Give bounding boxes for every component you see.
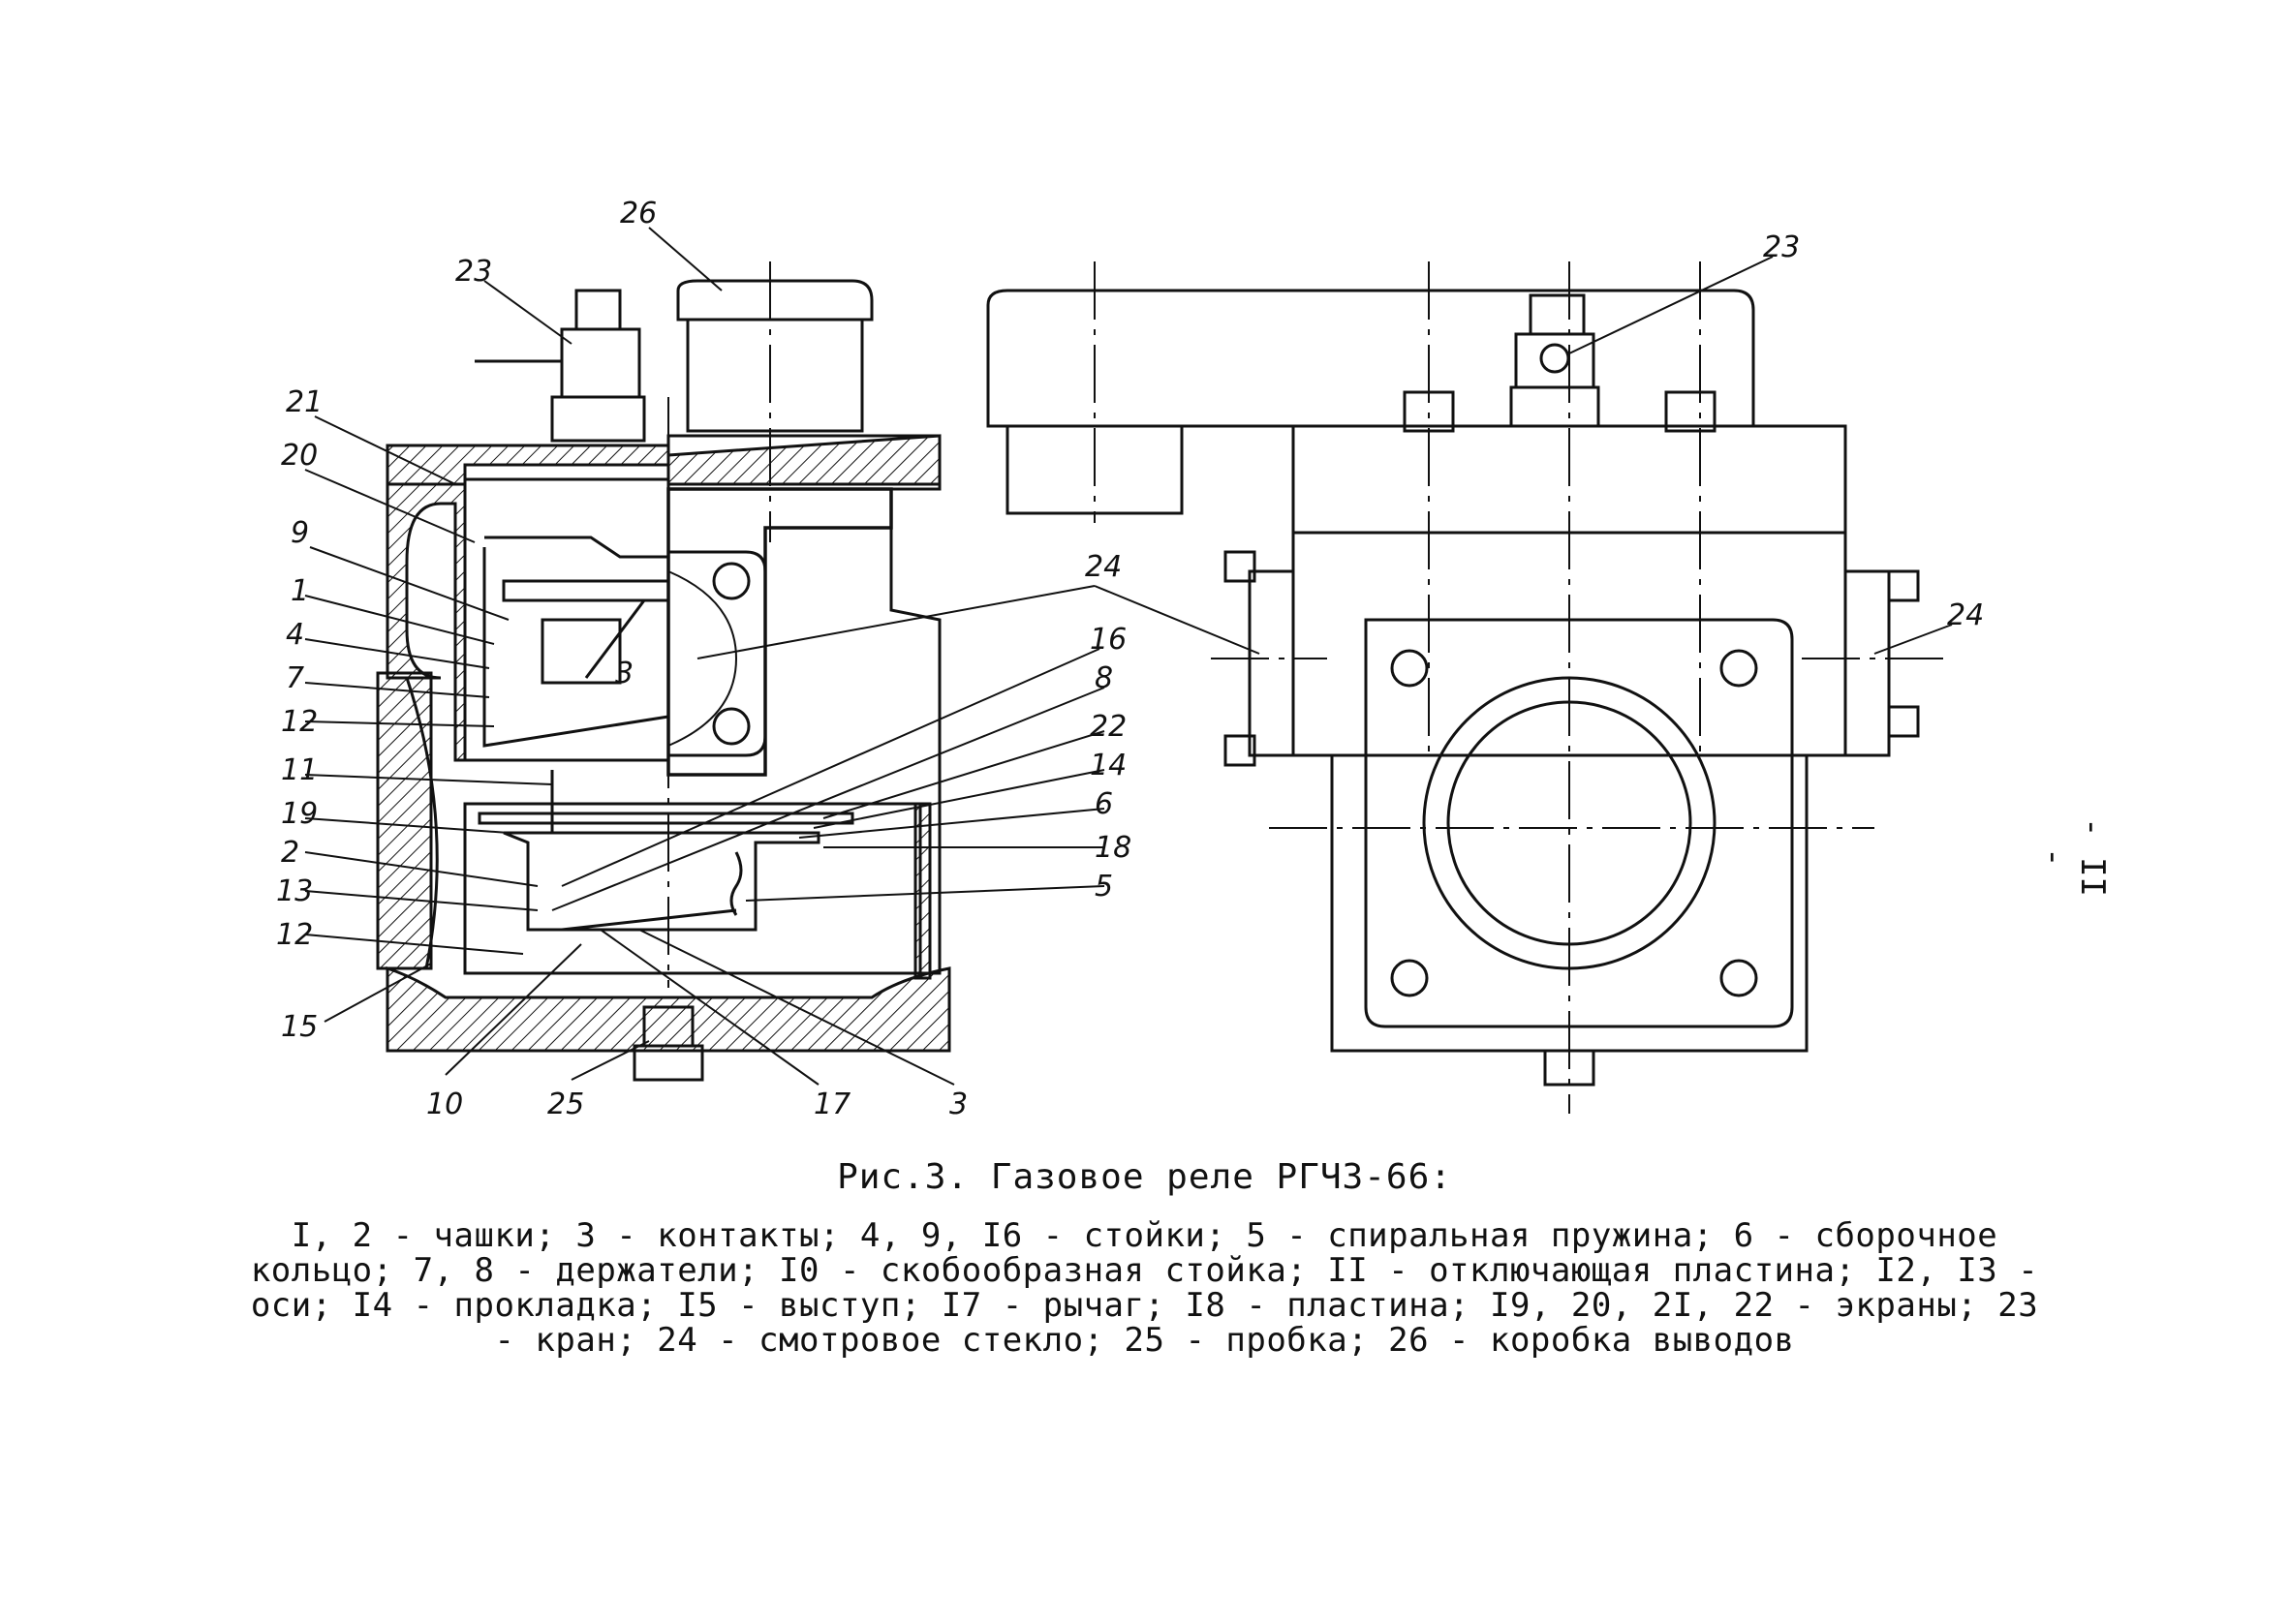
lower-chamber [463, 802, 922, 975]
valve-body [560, 327, 641, 399]
right-valve-cap [1529, 293, 1586, 336]
right-valve-base [1509, 385, 1600, 428]
sight-bolt-rb [1887, 705, 1920, 738]
figure-caption: Рис.3. Газовое реле РГЧЗ-66: I, 2 - чашк… [0, 1157, 2289, 1358]
callout-24-right: 24 [1947, 598, 1984, 632]
sight-curve [405, 677, 439, 969]
top-nut-right [1664, 390, 1717, 433]
callout-6: 6 [1095, 787, 1113, 821]
screw-bottom [712, 707, 751, 746]
callout-23-right: 23 [1763, 230, 1800, 264]
upper-contact-arm [584, 599, 646, 679]
right-lower-wall [913, 802, 932, 980]
figure-legend: I, 2 - чашки; 3 - контакты; 4, 9, I6 - с… [250, 1216, 2039, 1360]
valve-cap [574, 289, 622, 331]
left-flange [376, 671, 433, 970]
callout-26: 26 [620, 197, 657, 230]
right-front-view [986, 261, 1947, 1114]
callout-15: 15 [281, 1010, 318, 1044]
bolt-tr [1719, 649, 1758, 688]
flange-bore-inner [1446, 700, 1692, 946]
callout-18: 18 [1095, 831, 1131, 865]
callout-21: 21 [286, 385, 323, 419]
callout-11: 11 [281, 753, 318, 787]
callout-3-bottom: 3 [949, 1088, 968, 1121]
bolt-bl [1390, 959, 1429, 997]
upper-contact-block [541, 618, 622, 685]
scale-arc [667, 570, 738, 747]
terminal-box [686, 318, 864, 433]
callout-13: 13 [276, 874, 313, 908]
callout-9: 9 [291, 516, 309, 550]
callout-5: 5 [1095, 870, 1113, 904]
callout-22: 22 [1090, 710, 1127, 744]
callout-12-bottom: 12 [276, 918, 313, 952]
callout-23-left: 23 [455, 255, 492, 289]
right-valve-body [1514, 332, 1595, 389]
lower-cup [503, 831, 820, 932]
callout-4: 4 [286, 618, 304, 652]
upper-cup-rim [484, 536, 668, 559]
callout-3-inner: 3 [615, 657, 634, 690]
left-section-view [376, 261, 951, 1082]
terminal-box-lid [676, 279, 874, 322]
sight-glass-right [1843, 569, 1891, 757]
top-cover [386, 434, 942, 486]
figure-title: Рис.3. Газовое реле РГЧЗ-66: [837, 1157, 1452, 1197]
sight-bolt-lt [1223, 550, 1256, 583]
scale-window [668, 550, 767, 757]
upper-plate [502, 579, 670, 602]
leader-lines [304, 227, 1953, 1086]
right-valve-port [1539, 343, 1570, 374]
callout-24-left: 24 [1085, 550, 1122, 584]
callout-14: 14 [1090, 749, 1127, 782]
valve-base [550, 395, 646, 443]
callout-labels: 26 23 21 20 9 1 4 7 12 11 19 2 13 12 15 … [276, 197, 1984, 1121]
spiral-spring [729, 851, 743, 916]
upper-cup-body [482, 547, 669, 748]
callout-19: 19 [281, 797, 318, 831]
housing-right-half [666, 487, 893, 777]
callout-20: 20 [281, 439, 318, 473]
lower-plate [478, 812, 854, 825]
callout-7: 7 [286, 661, 304, 695]
page-number: - II - [2034, 817, 2112, 897]
top-bar [986, 289, 1755, 428]
plug-nut [633, 1044, 704, 1082]
callout-25: 25 [547, 1088, 584, 1121]
front-flange [1364, 618, 1794, 1028]
callout-8: 8 [1095, 661, 1113, 695]
bolt-br [1719, 959, 1758, 997]
sight-glass-left [1248, 569, 1295, 757]
sight-bolt-lb [1223, 734, 1256, 767]
bolt-tl [1390, 649, 1429, 688]
callout-1: 1 [291, 574, 309, 608]
callout-16: 16 [1090, 623, 1127, 657]
lever [561, 908, 737, 932]
callout-10: 10 [426, 1088, 463, 1121]
callout-17: 17 [814, 1088, 851, 1121]
callout-12-top: 12 [281, 705, 318, 739]
callout-2: 2 [281, 836, 299, 870]
screw-top [712, 562, 751, 600]
sight-bolt-rt [1887, 569, 1920, 602]
bottom-base [386, 965, 951, 1053]
